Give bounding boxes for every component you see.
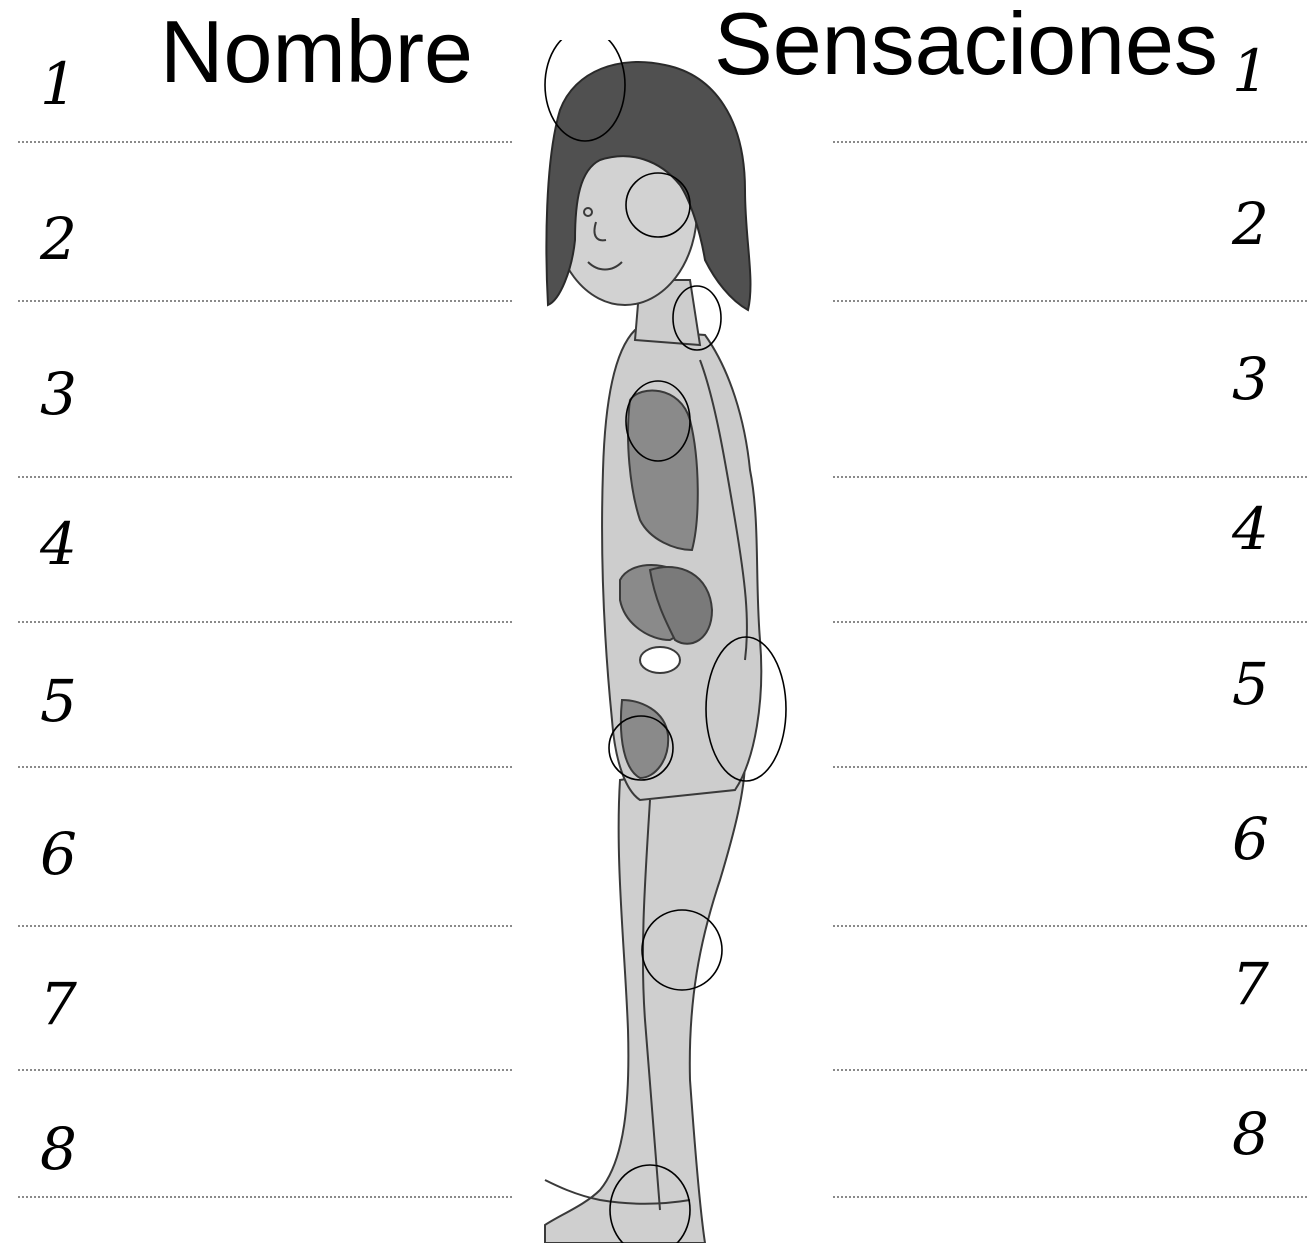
left-answer-line-3[interactable]: [18, 476, 512, 478]
left-answer-line-7[interactable]: [18, 1069, 512, 1071]
right-number-1: 1: [1232, 37, 1269, 105]
right-number-6: 6: [1232, 805, 1269, 873]
left-number-5: 5: [40, 667, 77, 735]
body-silhouette: [544, 61, 763, 1243]
left-answer-line-6[interactable]: [18, 925, 512, 927]
right-number-7: 7: [1232, 950, 1269, 1018]
marker-knee[interactable]: [641, 909, 723, 991]
right-answer-line-8[interactable]: [833, 1196, 1307, 1198]
right-answer-line-6[interactable]: [833, 925, 1307, 927]
marker-neck-back[interactable]: [672, 285, 722, 351]
left-number-1: 1: [40, 50, 77, 118]
foot: [544, 1179, 691, 1205]
left-answer-line-5[interactable]: [18, 766, 512, 768]
leg-seam: [641, 799, 661, 1211]
marker-heel[interactable]: [609, 1164, 691, 1243]
right-answer-line-1[interactable]: [833, 141, 1307, 143]
right-number-2: 2: [1232, 190, 1269, 258]
hair: [545, 61, 752, 312]
right-answer-line-2[interactable]: [833, 300, 1307, 302]
right-answer-line-7[interactable]: [833, 1069, 1307, 1071]
right-answer-line-5[interactable]: [833, 766, 1307, 768]
left-number-4: 4: [40, 510, 77, 578]
marker-pelvis[interactable]: [608, 715, 674, 781]
left-answer-line-2[interactable]: [18, 300, 512, 302]
arm: [699, 359, 748, 661]
left-number-7: 7: [40, 970, 77, 1038]
right-answer-line-4[interactable]: [833, 621, 1307, 623]
marker-ear[interactable]: [625, 172, 691, 238]
child-body-illustration: [544, 40, 787, 1243]
eye: [583, 207, 593, 217]
right-number-3: 3: [1232, 345, 1269, 413]
left-answer-line-8[interactable]: [18, 1196, 512, 1198]
marker-buttock[interactable]: [705, 636, 787, 782]
right-number-4: 4: [1232, 495, 1269, 563]
region-markers: [544, 40, 787, 1243]
mouth: [587, 261, 623, 271]
right-number-8: 8: [1232, 1100, 1269, 1168]
stomach-organ: [639, 646, 681, 674]
left-number-3: 3: [40, 360, 77, 428]
marker-head-top[interactable]: [544, 40, 626, 142]
right-number-5: 5: [1232, 650, 1269, 718]
left-number-8: 8: [40, 1115, 77, 1183]
left-answer-line-1[interactable]: [18, 141, 512, 143]
nose: [593, 221, 607, 242]
nombre-heading: Nombre: [160, 2, 473, 101]
sensaciones-heading: Sensaciones: [714, 0, 1218, 93]
left-number-6: 6: [40, 820, 77, 888]
left-answer-line-4[interactable]: [18, 621, 512, 623]
marker-chest[interactable]: [625, 380, 691, 462]
right-answer-line-3[interactable]: [833, 476, 1307, 478]
lung: [627, 389, 699, 552]
kidney: [648, 565, 714, 645]
left-number-2: 2: [40, 205, 77, 273]
legs: [544, 758, 747, 1243]
